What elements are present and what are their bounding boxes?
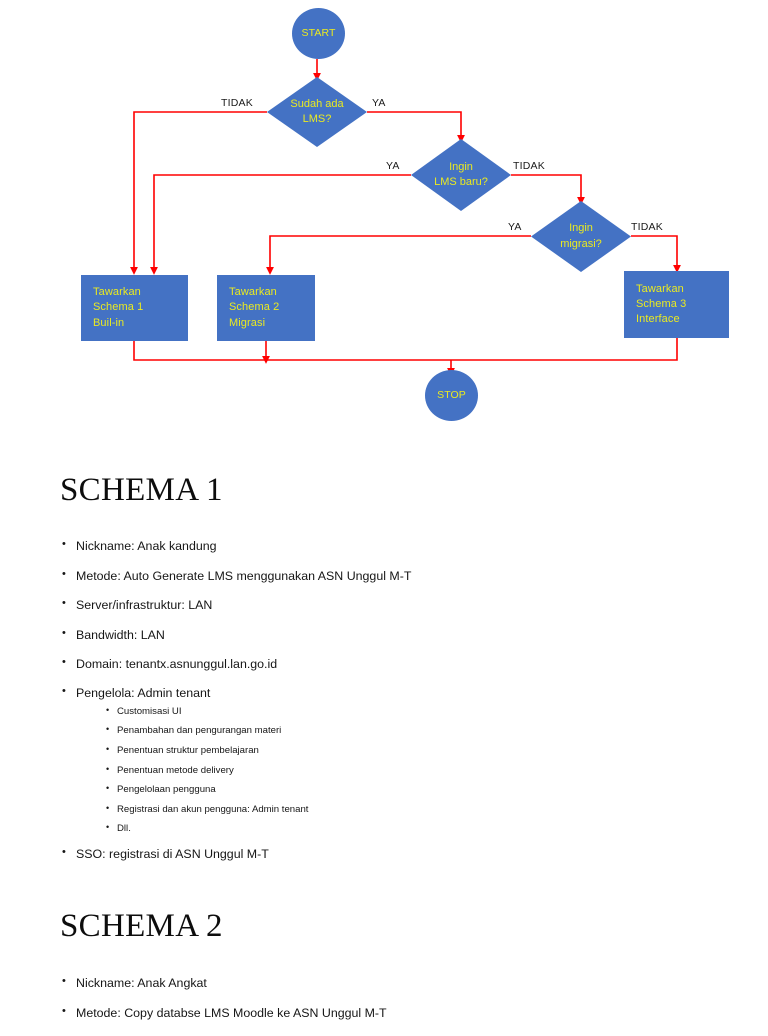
- diamond-shape: [411, 139, 511, 211]
- sub-list-item: Registrasi dan akun pengguna: Admin tena…: [104, 804, 768, 815]
- connector-d3-no-to-box3: [631, 235, 681, 273]
- schema-2-bullet-list: Nickname: Anak Angkat Metode: Copy datab…: [0, 976, 768, 1019]
- flow-node-stop: STOP: [425, 370, 478, 421]
- list-item: Server/infrastruktur: LAN: [60, 598, 768, 611]
- flow-node-schema-2-line3: Migrasi: [229, 316, 266, 329]
- diamond-shape: [531, 201, 631, 272]
- flow-node-schema-2-line2: Schema 2: [229, 301, 280, 314]
- flow-node-schema-2-line1: Tawarkan: [229, 286, 277, 299]
- flow-node-schema-3: Tawarkan Schema 3 Interface: [624, 271, 729, 338]
- edge-label-d1-yes: YA: [372, 97, 386, 109]
- list-item: Domain: tenantx.asnunggul.lan.go.id: [60, 657, 768, 670]
- flow-node-schema-1: Tawarkan Schema 1 Buil-in: [81, 275, 188, 341]
- edge-label-d2-yes: YA: [386, 160, 400, 172]
- diamond-shape: [267, 77, 367, 147]
- sub-list-item: Penentuan metode delivery: [104, 765, 768, 776]
- connector-d1-no-to-box1: [130, 111, 267, 275]
- flow-node-schema-2: Tawarkan Schema 2 Migrasi: [217, 275, 315, 341]
- list-item: Metode: Copy databse LMS Moodle ke ASN U…: [60, 1006, 768, 1019]
- flowchart-connectors: [130, 59, 681, 376]
- schema-1-bullet-list: Nickname: Anak kandung Metode: Auto Gene…: [0, 539, 768, 860]
- flow-decision-sudah-ada-lms: Sudah ada LMS?: [267, 77, 367, 147]
- edge-label-d2-no: TIDAK: [513, 160, 545, 172]
- list-item: Nickname: Anak kandung: [60, 539, 768, 552]
- flowchart-diagram: START Sudah ada LMS? TIDAK YA Ingin LMS …: [0, 0, 768, 450]
- connector-d1-yes-to-d2: [367, 111, 465, 143]
- sub-list-item: Pengelolaan pengguna: [104, 784, 768, 795]
- list-item: Pengelola: Admin tenant Customisasi UI P…: [60, 686, 768, 834]
- list-item: SSO: registrasi di ASN Unggul M-T: [60, 847, 768, 860]
- flow-decision-ingin-migrasi: Ingin migrasi?: [531, 201, 631, 272]
- schema-2-title: SCHEMA 2: [60, 908, 223, 944]
- flow-node-schema-1-line2: Schema 1: [93, 301, 144, 314]
- list-item-text: Pengelola: Admin tenant: [76, 686, 211, 701]
- flow-node-schema-3-line2: Schema 3: [636, 297, 687, 310]
- flow-node-start-label: START: [301, 27, 336, 40]
- flow-node-schema-1-line3: Buil-in: [93, 316, 125, 329]
- sub-list-item: Penambahan dan pengurangan materi: [104, 725, 768, 736]
- sub-list-item: Customisasi UI: [104, 706, 768, 717]
- edge-label-d1-no: TIDAK: [221, 97, 253, 109]
- section-schema-2: SCHEMA 2 Nickname: Anak Angkat Metode: C…: [0, 908, 768, 1036]
- connector-d2-yes-to-box1: [150, 174, 411, 275]
- flow-node-schema-1-line1: Tawarkan: [93, 286, 141, 299]
- flow-node-schema-3-line3: Interface: [636, 313, 680, 326]
- section-schema-1: SCHEMA 1 Nickname: Anak kandung Metode: …: [0, 472, 768, 877]
- sub-list-item: Dll.: [104, 823, 768, 834]
- schema-1-title: SCHEMA 1: [60, 472, 223, 508]
- edge-label-d3-no: TIDAK: [631, 221, 663, 233]
- connector-d2-no-to-d3: [511, 174, 585, 205]
- sub-list-item: Penentuan struktur pembelajaran: [104, 745, 768, 756]
- connector-merge-rail: [133, 338, 678, 361]
- schema-1-sub-bullet-list: Customisasi UI Penambahan dan penguranga…: [76, 706, 768, 834]
- flow-decision-ingin-lms-baru: Ingin LMS baru?: [411, 139, 511, 211]
- list-item: Nickname: Anak Angkat: [60, 976, 768, 989]
- edge-label-d3-yes: YA: [508, 221, 522, 233]
- list-item: Metode: Auto Generate LMS menggunakan AS…: [60, 569, 768, 582]
- flow-node-start: START: [292, 8, 345, 59]
- flow-node-schema-3-line1: Tawarkan: [636, 282, 684, 295]
- connector-d3-yes-to-box2: [266, 235, 531, 275]
- list-item: Bandwidth: LAN: [60, 627, 768, 640]
- flow-node-stop-label: STOP: [437, 389, 466, 402]
